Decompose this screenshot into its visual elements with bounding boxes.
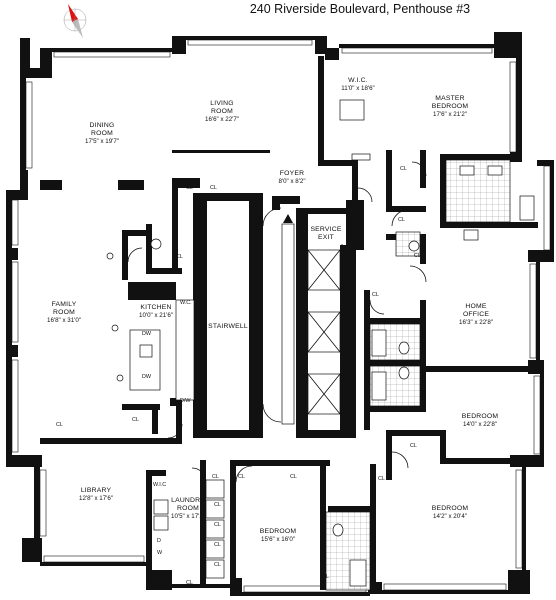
dining-room-label: DINING [90,122,115,129]
laundry-room-label: LAUNDRY [171,497,205,504]
small-labels: CL CL CL CL CL CL CL CL CL CL CL CL CL C… [56,166,421,586]
stairwell-label: STAIRWELL [208,323,248,330]
kitchen-fixtures [106,99,371,401]
bedroom-2-dims: 15'6" x 16'0" [261,536,295,543]
plan-title: 240 Riverside Boulevard, Penthouse #3 [250,2,470,16]
elevator-shafts [281,223,341,425]
dining-room-label-2: ROOM [91,130,113,137]
master-bedroom-label: MASTER [435,95,465,102]
closet-label: CL [400,166,407,172]
master-bedroom-dims: 17'6" x 21'2" [433,111,467,118]
closet-label: CL [210,185,217,191]
closet-label: CL [214,522,221,528]
closet-label: CL [322,574,329,580]
closet-label: CL [212,474,219,480]
foyer-dims: 8'0" x 8'2" [278,178,305,185]
closet-label: CL [214,542,221,548]
closet-label: CL [214,562,221,568]
service-exit-label: SERVICE [310,226,341,233]
wic-short-label: W.I.C [153,482,166,488]
closet-label: CL [414,253,421,259]
laundry-room-label-2: ROOM [177,505,199,512]
bathrooms [150,159,535,591]
laundry-room-dims: 10'5" x 17'2" [171,513,205,520]
closet-label: CL [176,254,183,260]
bedroom-2-label: BEDROOM [260,528,297,535]
washer-label: W [157,550,163,556]
compass-icon [63,4,87,38]
wic-label: W.I.C. [348,77,368,84]
closet-label: CL [56,422,63,428]
windows [11,39,551,593]
bedroom-1-label: BEDROOM [462,413,499,420]
wc-label: W.C. [180,300,192,306]
dryer-label: D [157,538,161,544]
master-bedroom-label-2: BEDROOM [432,103,469,110]
closet-label: CL [378,476,385,482]
kitchen-label: KITCHEN [140,304,171,311]
kitchen-dims: 10'0" x 21'6" [139,312,173,319]
bedroom-1-dims: 14'0" x 22'8" [463,421,497,428]
home-office-label-2: OFFICE [463,311,489,318]
living-room-label: LIVING [210,100,234,107]
living-room-label-2: ROOM [211,108,233,115]
service-exit-label-2: EXIT [318,234,334,241]
dining-room-dims: 17'5" x 19'7" [85,138,119,145]
family-room-dims: 16'8" x 31'0" [47,317,81,324]
closet-label: CL [398,217,405,223]
wic-dims: 11'0" x 18'6" [341,85,374,92]
exterior-walls [6,32,554,596]
entry-arrow-icon [283,214,293,223]
bedroom-3-dims: 14'2" x 20'4" [433,513,467,520]
closet-label: CL [132,417,139,423]
family-room-label-2: ROOM [53,309,75,316]
dishwasher-label: DW [142,374,152,380]
dishwasher-label-alt: D/W [180,398,191,404]
bedroom-3-label: BEDROOM [432,505,469,512]
dishwasher-label: DW [142,331,152,337]
closet-label: CL [372,292,379,298]
closet-label: CL [186,185,193,191]
room-labels: LIVING ROOM 16'6" x 22'7" DINING ROOM 17… [47,77,498,543]
closet-label: CL [238,474,245,480]
family-room-label: FAMILY [52,301,77,308]
closet-label: CL [290,474,297,480]
home-office-label: HOME [465,303,486,310]
library-dims: 12'8" x 17'6" [79,495,113,502]
library-label: LIBRARY [81,487,112,494]
living-room-dims: 16'6" x 22'7" [205,116,239,123]
laundry-machines [153,479,225,579]
foyer-label: FOYER [280,170,304,177]
closet-label: CL [410,443,417,449]
closet-label: CL [214,502,221,508]
home-office-dims: 16'3" x 22'8" [459,319,493,326]
closet-label: CL [186,580,193,586]
